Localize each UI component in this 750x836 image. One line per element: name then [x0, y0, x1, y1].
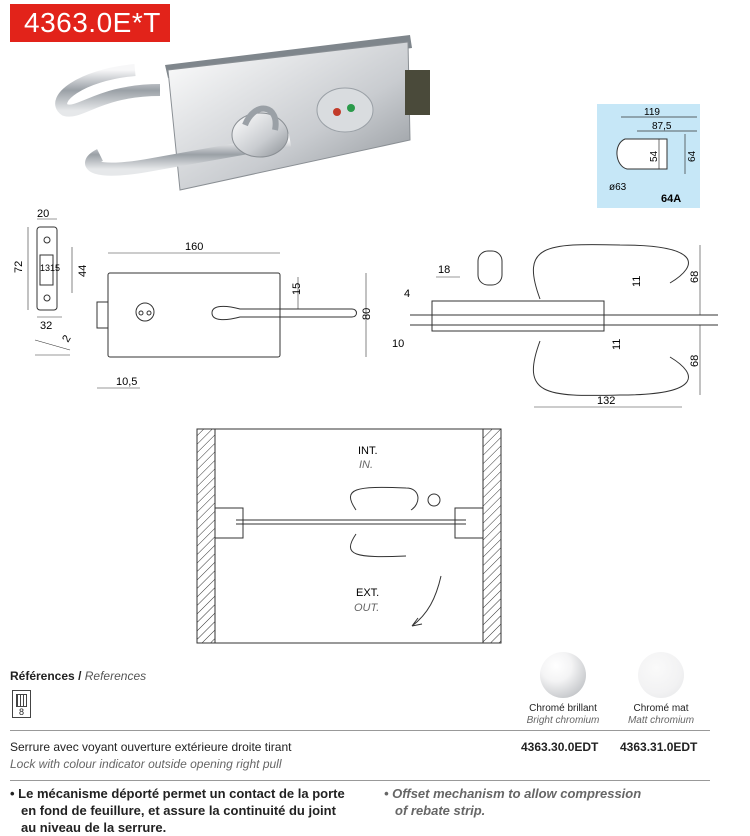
profile-diagram: 119 87,5 54 64 ø63 64A	[597, 104, 700, 208]
note-en: • Offset mechanism to allow compression …	[384, 785, 714, 819]
product-code-badge: 4363.0E*T	[10, 4, 170, 42]
description-fr: Serrure avec voyant ouverture extérieure…	[10, 740, 292, 754]
divider	[10, 780, 710, 781]
references-title-en: References	[84, 669, 147, 683]
finish-name-en: Matt chromium	[627, 715, 695, 726]
strike-dim-32: 32	[40, 320, 52, 332]
side-dim-68-top: 68	[689, 271, 701, 283]
side-dim-11-top: 11	[631, 276, 643, 287]
front-dim-80: 80	[361, 308, 373, 320]
references-sep: /	[78, 669, 82, 683]
side-dim-132: 132	[597, 395, 615, 407]
plan-int-en-label: IN.	[359, 459, 373, 471]
description-en: Lock with colour indicator outside openi…	[10, 757, 282, 771]
strike-dim-72: 72	[13, 261, 25, 273]
note-fr-line: au niveau de la serrure.	[21, 820, 167, 835]
side-dim-4: 4	[404, 288, 410, 300]
strike-dim-13: 13	[40, 263, 50, 273]
front-dim-10-5: 10,5	[116, 376, 137, 388]
note-fr-line: en fond de feuillure, et assure la conti…	[21, 803, 336, 818]
note-fr: • Le mécanisme déporté permet un contact…	[10, 785, 360, 836]
side-dim-11-bottom: 11	[611, 339, 623, 350]
reference-code-matt: 4363.31.0EDT	[620, 740, 698, 754]
note-en-line: of rebate strip.	[395, 803, 486, 818]
finish-name-en: Bright chromium	[526, 715, 600, 726]
note-fr-line: Le mécanisme déporté permet un contact d…	[18, 786, 345, 801]
bright-chromium-caption: Chromé brillant Bright chromium	[508, 703, 618, 727]
finish-name-fr: Chromé brillant	[529, 703, 597, 714]
profile-dim-54: 54	[649, 150, 660, 162]
matt-chromium-swatch	[638, 652, 684, 698]
bright-chromium-swatch	[540, 652, 586, 698]
note-en-line: Offset mechanism to allow compression	[392, 786, 642, 801]
side-dim-68-bottom: 68	[689, 355, 701, 367]
strike-dim-44: 44	[77, 265, 89, 277]
reference-code-bright: 4363.30.0EDT	[521, 740, 599, 754]
plan-ext-label: EXT.	[356, 587, 379, 599]
strike-dim-2: 2	[60, 333, 73, 344]
profile-dim-119: 119	[644, 107, 660, 118]
finish-name-fr: Chromé mat	[633, 703, 689, 714]
strike-dim-15: 15	[50, 263, 60, 273]
matt-chromium-caption: Chromé mat Matt chromium	[606, 703, 716, 727]
profile-dim-64: 64	[687, 150, 698, 162]
front-dim-15: 15	[291, 283, 303, 295]
divider	[10, 730, 710, 731]
pack-quantity-icon: 8	[12, 690, 31, 718]
product-description: Serrure avec voyant ouverture extérieure…	[10, 740, 291, 771]
strike-dim-20: 20	[37, 208, 49, 220]
technical-drawings: 20 72 13 15 44 32 2 160 15 80 10,5 18 4 …	[13, 208, 718, 408]
pack-quantity: 8	[18, 707, 24, 717]
references-title-fr: Références	[10, 669, 75, 683]
profile-label: 64A	[661, 193, 681, 205]
front-dim-160: 160	[185, 241, 203, 253]
side-dim-10: 10	[392, 338, 404, 350]
profile-dim-87-5: 87,5	[652, 121, 672, 132]
product-photo	[55, 35, 430, 191]
profile-dim-diameter: ø63	[609, 182, 627, 193]
plan-view-diagram: INT. IN. EXT. OUT.	[196, 428, 502, 644]
side-dim-18: 18	[438, 264, 450, 276]
plan-ext-en-label: OUT.	[354, 602, 379, 614]
references-title: Références / References	[10, 669, 146, 683]
plan-int-label: INT.	[358, 445, 378, 457]
